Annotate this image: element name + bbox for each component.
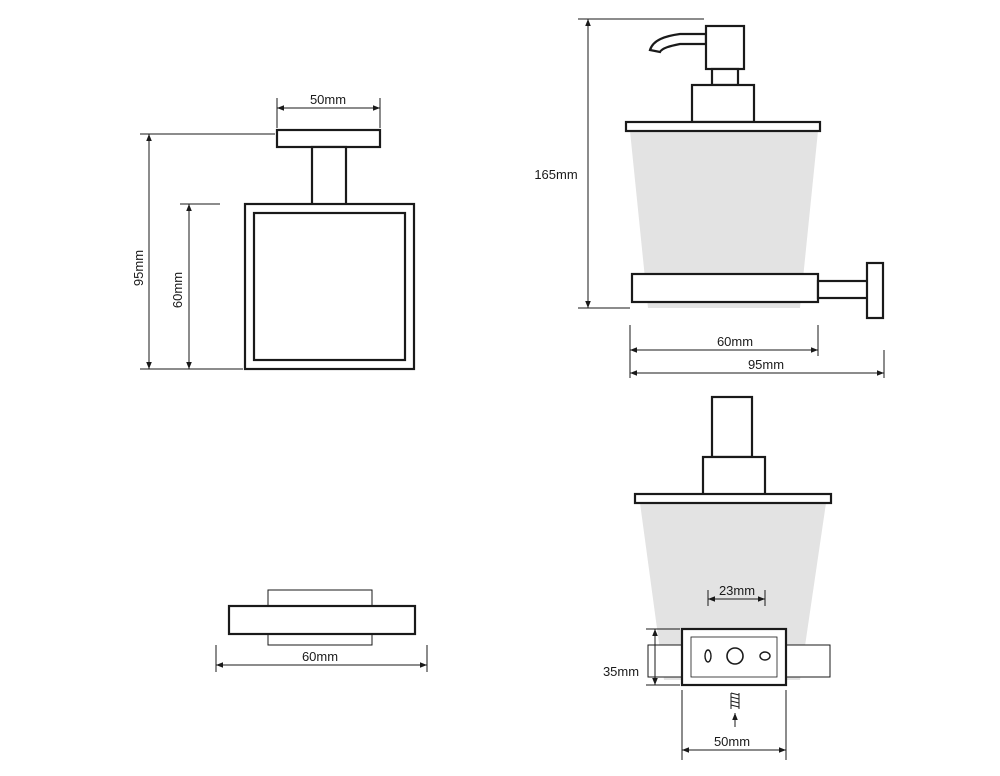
lid-plate <box>624 120 822 133</box>
dim-width-50-bottom: 50mm <box>714 734 750 749</box>
stem <box>310 145 348 207</box>
frame-inner <box>252 211 407 362</box>
pump-head <box>704 24 746 71</box>
dim-height-60: 60mm <box>170 272 185 308</box>
top-right-view: 165mm 60mm 95mm <box>534 18 885 378</box>
dim-width-95: 95mm <box>748 357 784 372</box>
holder-arm <box>816 279 870 300</box>
pump-head-back <box>710 395 754 459</box>
dim-height-95: 95mm <box>131 250 146 286</box>
dim-spacing-23: 23mm <box>719 583 755 598</box>
screw-slot-right <box>759 651 771 661</box>
glass-container <box>630 131 818 308</box>
dim-width-50: 50mm <box>310 92 346 107</box>
wall-plate-side <box>865 261 885 320</box>
top-left-view: 50mm 95mm 60mm <box>131 92 416 371</box>
dim-width-60-bottom: 60mm <box>302 649 338 664</box>
bottom-right-view: 23mm 35mm 50mm <box>603 395 833 760</box>
holder-top-bar <box>227 604 417 636</box>
pump-collar <box>690 83 756 124</box>
center-hole <box>726 647 744 665</box>
set-screw-icon <box>730 692 740 709</box>
dim-height-165: 165mm <box>534 167 577 182</box>
pump-collar-back <box>701 455 767 497</box>
lid-plate-back <box>633 492 833 505</box>
mounting-plate-inner <box>690 636 778 678</box>
dim-width-60: 60mm <box>717 334 753 349</box>
holder-bar <box>630 272 820 304</box>
bottom-left-view: 60mm <box>215 589 428 672</box>
wall-plate <box>275 128 382 149</box>
pump-nozzle <box>648 32 708 54</box>
pump-neck <box>710 67 740 87</box>
screw-slot-left <box>704 649 712 663</box>
dim-height-35: 35mm <box>603 664 639 679</box>
frame-outer <box>243 202 416 371</box>
